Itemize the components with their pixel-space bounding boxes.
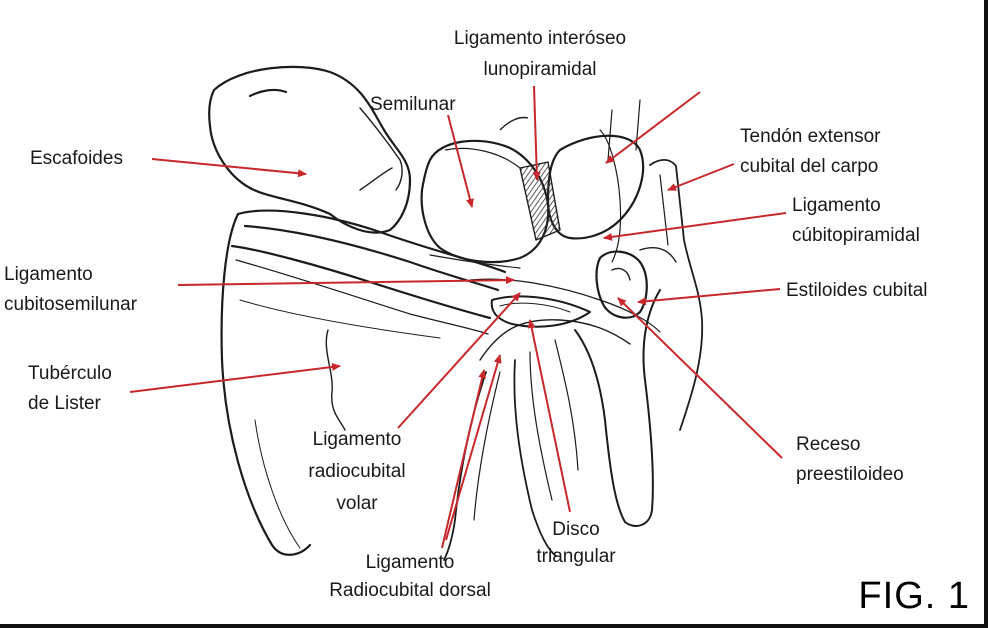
arrow-lig-volar <box>397 292 521 429</box>
label-tuberculo-line1: Tubérculo <box>28 363 112 384</box>
label-lig-volar-line2: radiocubital <box>308 461 406 482</box>
scaphoid-bone <box>208 65 412 234</box>
label-lig-cubitosemilunar-line1: Ligamento <box>4 264 93 285</box>
leader-arrows <box>129 85 787 549</box>
label-lig-dorsal-line2: Radiocubital dorsal <box>329 580 491 601</box>
label-lig-cubitopiramidal-line1: Ligamento <box>792 195 881 216</box>
radius-bone <box>220 209 507 556</box>
lunate-bone <box>420 139 550 264</box>
label-semilunar: Semilunar <box>370 94 456 115</box>
figure-number: FIG. 1 <box>858 575 970 617</box>
ulna-bone <box>554 158 704 527</box>
label-tuberculo-line2: de Lister <box>28 393 101 414</box>
label-lig-cubitopiramidal: Ligamento cúbitopiramidal <box>792 194 920 247</box>
label-lig-dorsal: Ligamento Radiocubital dorsal <box>300 551 520 602</box>
arrow-lig-dorsal-1 <box>445 354 502 541</box>
label-lig-volar-line1: Ligamento <box>312 429 402 450</box>
arrow-semilunar <box>447 114 474 208</box>
label-lig-cubitosemilunar-line2: cubitosemilunar <box>4 294 138 315</box>
label-lig-volar-line3: volar <box>336 493 378 514</box>
arrow-tuberculo <box>129 363 341 393</box>
label-lig-cubitopiramidal-line2: cúbitopiramidal <box>792 225 920 246</box>
label-lig-dorsal-line1: Ligamento <box>365 552 455 573</box>
label-receso-line1: Receso <box>796 434 861 455</box>
label-receso-line2: preestiloideo <box>796 464 904 485</box>
label-tendon-line1: Tendón extensor <box>740 126 881 147</box>
arrow-estiloides <box>637 288 781 306</box>
arrow-lig-dorsal-2 <box>441 369 487 549</box>
label-escafoides: Escafoides <box>30 148 123 169</box>
label-tendon: Tendón extensor cubital del carpo <box>740 125 881 178</box>
label-lig-interoseo-line1: Ligamento interóseo <box>453 28 627 49</box>
arrow-lig-interoseo <box>532 85 541 181</box>
label-estiloides: Estiloides cubital <box>786 280 928 301</box>
label-tendon-line2: cubital del carpo <box>740 156 879 177</box>
label-lig-interoseo: Ligamento interóseo lunopiramidal <box>425 27 655 81</box>
label-disco-line2: triangular <box>536 546 616 567</box>
label-tuberculo: Tubérculo de Lister <box>28 362 112 415</box>
arrow-receso <box>617 297 783 459</box>
label-lig-interoseo-line2: lunopiramidal <box>483 59 597 80</box>
label-receso: Receso preestiloideo <box>796 433 904 486</box>
arrow-tendon-extensor <box>667 163 735 191</box>
triquetrum-bone <box>499 116 645 241</box>
label-disco: Disco triangular <box>516 518 636 568</box>
arrow-escafoides <box>151 158 307 178</box>
label-lig-volar: Ligamento radiocubital volar <box>292 428 422 515</box>
label-disco-line1: Disco <box>552 519 600 540</box>
label-lig-cubitosemilunar: Ligamento cubitosemilunar <box>4 263 137 316</box>
arrow-disco <box>527 319 571 513</box>
arrow-lig-cubitosemilunar <box>177 276 515 286</box>
arrow-lig-cubitopiramidal <box>603 212 787 241</box>
arrow-tendon-carpo <box>605 91 701 164</box>
